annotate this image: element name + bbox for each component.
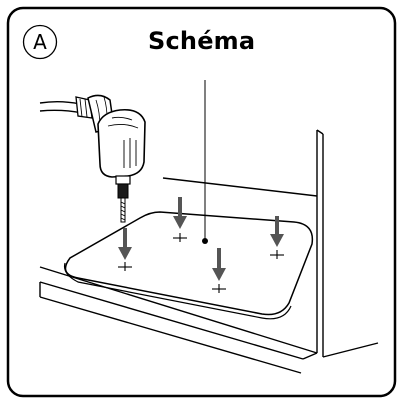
down-arrow-icon — [118, 228, 132, 260]
screw-marker — [118, 262, 132, 271]
down-arrow-icon — [212, 248, 226, 281]
step-badge-circle — [22, 24, 58, 60]
screw-marker — [173, 233, 187, 242]
mounting-plate-edge — [63, 262, 292, 320]
screw-marker — [212, 284, 226, 293]
center-point-marker — [202, 238, 208, 244]
down-arrow-icon — [270, 216, 284, 247]
diagram-title: Schéma — [148, 27, 256, 55]
screw-markers — [118, 233, 284, 293]
panel-frame — [6, 6, 397, 398]
mounting-plate — [64, 211, 314, 316]
down-arrow-icon — [173, 197, 187, 229]
cabinet-structure — [39, 129, 379, 374]
screw-marker — [270, 250, 284, 259]
step-badge-letter: A — [33, 30, 47, 54]
drill-icon — [39, 94, 146, 223]
